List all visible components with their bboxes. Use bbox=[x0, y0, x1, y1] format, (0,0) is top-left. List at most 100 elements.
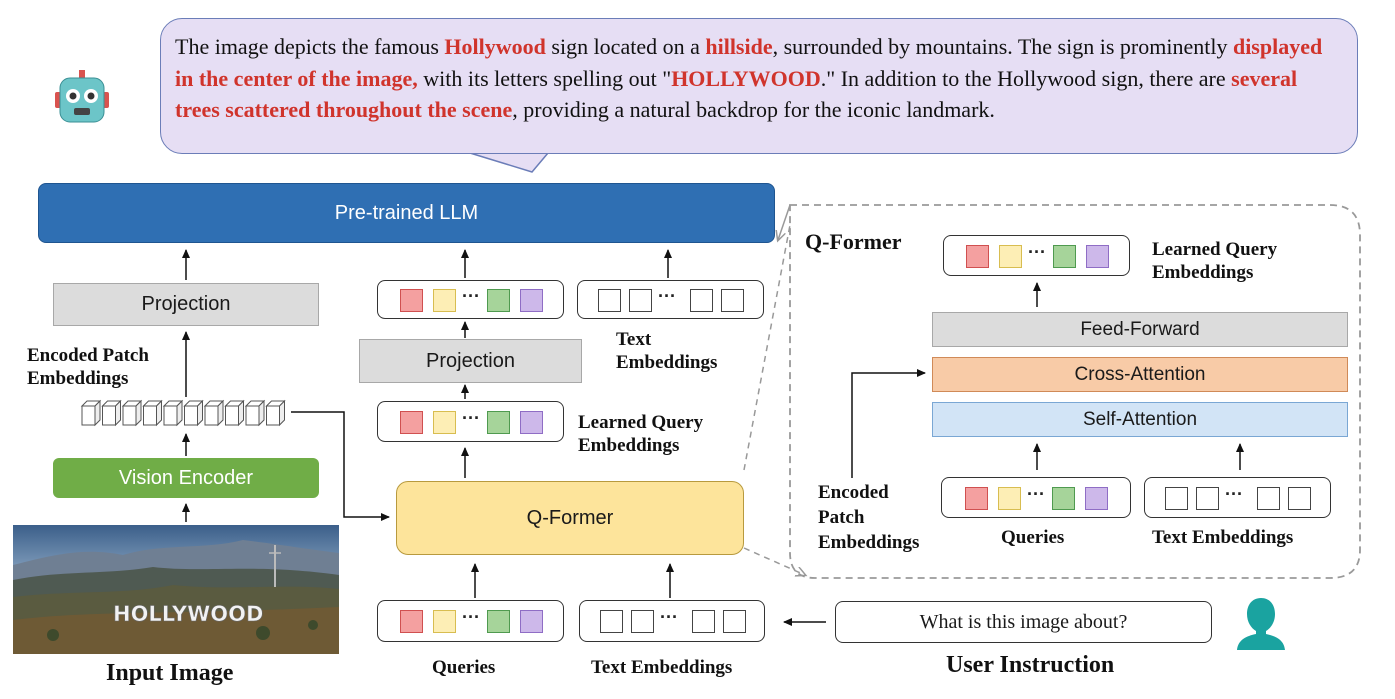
patch-cube bbox=[265, 399, 286, 427]
ellipsis: ··· bbox=[1027, 484, 1045, 504]
query-token-green bbox=[487, 289, 510, 312]
user-instruction-label: User Instruction bbox=[946, 652, 1115, 678]
queries-label-bottom: Queries bbox=[432, 657, 496, 678]
query-token-green bbox=[487, 411, 510, 434]
patch-cube bbox=[203, 399, 225, 427]
panel-text-embeddings-label: Text Embeddings bbox=[1152, 527, 1294, 548]
query-tokens-bottom: ··· bbox=[377, 600, 564, 642]
caption-highlight: hillside bbox=[705, 34, 773, 59]
text-token bbox=[1196, 487, 1219, 510]
patch-cube bbox=[121, 399, 143, 427]
ellipsis: ··· bbox=[660, 607, 678, 627]
projection-block-left: Projection bbox=[53, 283, 319, 326]
query-token-yellow bbox=[433, 411, 456, 434]
patch-cube bbox=[162, 399, 184, 427]
text-token bbox=[1288, 487, 1311, 510]
caption-segment: , surrounded by mountains. The sign is p… bbox=[772, 34, 1233, 59]
pretrained-llm-block: Pre-trained LLM bbox=[38, 183, 775, 243]
caption-segment: with its letters spelling out " bbox=[417, 65, 672, 91]
text-token bbox=[600, 610, 623, 633]
patch-cube bbox=[224, 399, 245, 427]
caption-highlight: several trees scattered throughout the s… bbox=[175, 65, 1298, 123]
query-token-green bbox=[1053, 245, 1076, 268]
query-token-yellow bbox=[998, 487, 1021, 510]
query-token-green bbox=[1052, 487, 1075, 510]
query-token-red bbox=[400, 411, 423, 434]
learned-query-tokens: ··· bbox=[377, 401, 564, 442]
text-token bbox=[629, 289, 652, 312]
robot-icon bbox=[52, 68, 112, 126]
text-token bbox=[631, 610, 654, 633]
panel-query-tokens: ··· bbox=[941, 477, 1131, 518]
ellipsis: ··· bbox=[462, 607, 480, 627]
caption-segment: ." In addition to the Hollywood sign, th… bbox=[820, 65, 1232, 91]
patch-cube bbox=[244, 399, 266, 427]
user-silhouette-icon bbox=[1235, 594, 1287, 650]
query-token-green bbox=[487, 610, 510, 633]
query-tokens-top: ··· bbox=[377, 280, 564, 319]
query-token-purple bbox=[520, 411, 543, 434]
ellipsis: ··· bbox=[462, 286, 480, 306]
caption-highlight: displayed in the center of the image, bbox=[175, 34, 1323, 91]
panel-encoded-patch-label: Encoded Patch Embeddings bbox=[818, 482, 920, 553]
query-token-red bbox=[966, 245, 989, 268]
self-attention-block: Self-Attention bbox=[932, 402, 1348, 437]
query-token-purple bbox=[520, 289, 543, 312]
text-tokens-top: ··· bbox=[577, 280, 764, 319]
hollywood-sign: HOLLYWOOD bbox=[113, 602, 263, 626]
arrow-patch-to-qformer bbox=[291, 411, 390, 521]
query-token-red bbox=[400, 610, 423, 633]
text-token bbox=[1165, 487, 1188, 510]
input-image-label: Input Image bbox=[106, 660, 234, 686]
text-token bbox=[692, 610, 715, 633]
caption-bubble: The image depicts the famous Hollywood s… bbox=[160, 18, 1358, 154]
text-token bbox=[1257, 487, 1280, 510]
ellipsis: ··· bbox=[1028, 242, 1046, 262]
caption-segment: , providing a natural backdrop for the i… bbox=[512, 97, 995, 122]
text-token bbox=[690, 289, 713, 312]
query-token-purple bbox=[1086, 245, 1109, 268]
text-embeddings-label-top: Text Embeddings bbox=[616, 329, 718, 373]
query-token-yellow bbox=[433, 610, 456, 633]
patch-cube bbox=[183, 399, 204, 427]
panel-learned-query-tokens: ··· bbox=[943, 235, 1130, 276]
query-token-yellow bbox=[433, 289, 456, 312]
learned-query-label: Learned Query Embeddings bbox=[578, 412, 704, 456]
qformer-block: Q-Former bbox=[396, 481, 744, 555]
caption-segment: The image depicts the famous bbox=[175, 34, 445, 59]
query-token-red bbox=[965, 487, 988, 510]
caption-segment: sign located on a bbox=[545, 34, 706, 59]
text-tokens-bottom: ··· bbox=[579, 600, 765, 642]
query-token-purple bbox=[520, 610, 543, 633]
feed-forward-block: Feed-Forward bbox=[932, 312, 1348, 347]
qformer-panel-border bbox=[789, 204, 1361, 579]
text-embeddings-label-bottom: Text Embeddings bbox=[591, 657, 733, 678]
caption-text: The image depicts the famous Hollywood s… bbox=[175, 34, 1322, 122]
text-token bbox=[723, 610, 746, 633]
input-image: HOLLYWOOD bbox=[13, 525, 339, 654]
panel-text-tokens: ··· bbox=[1144, 477, 1331, 518]
ellipsis: ··· bbox=[1225, 484, 1243, 504]
patch-cube bbox=[80, 399, 102, 427]
ellipsis: ··· bbox=[462, 408, 480, 428]
caption-highlight: HOLLYWOOD bbox=[671, 65, 821, 91]
patch-cube bbox=[101, 399, 122, 427]
text-token bbox=[598, 289, 621, 312]
query-token-yellow bbox=[999, 245, 1022, 268]
arrow-patch-to-cross-attention bbox=[851, 369, 926, 478]
encoded-patch-label: Encoded Patch Embeddings bbox=[27, 345, 149, 389]
panel-queries-label: Queries bbox=[1001, 527, 1065, 548]
panel-learned-query-label: Learned Query Embeddings bbox=[1152, 239, 1278, 283]
user-instruction-box: What is this image about? bbox=[835, 601, 1212, 643]
cross-attention-block: Cross-Attention bbox=[932, 357, 1348, 392]
text-token bbox=[721, 289, 744, 312]
ellipsis: ··· bbox=[658, 286, 676, 306]
patch-cube bbox=[142, 399, 163, 427]
patch-embeddings-icon bbox=[80, 398, 294, 428]
qformer-panel-title: Q-Former bbox=[805, 229, 902, 254]
caption-highlight: Hollywood bbox=[444, 34, 546, 59]
query-token-purple bbox=[1085, 487, 1108, 510]
query-token-red bbox=[400, 289, 423, 312]
projection-block-mid: Projection bbox=[359, 339, 582, 383]
vision-encoder-block: Vision Encoder bbox=[53, 458, 319, 498]
